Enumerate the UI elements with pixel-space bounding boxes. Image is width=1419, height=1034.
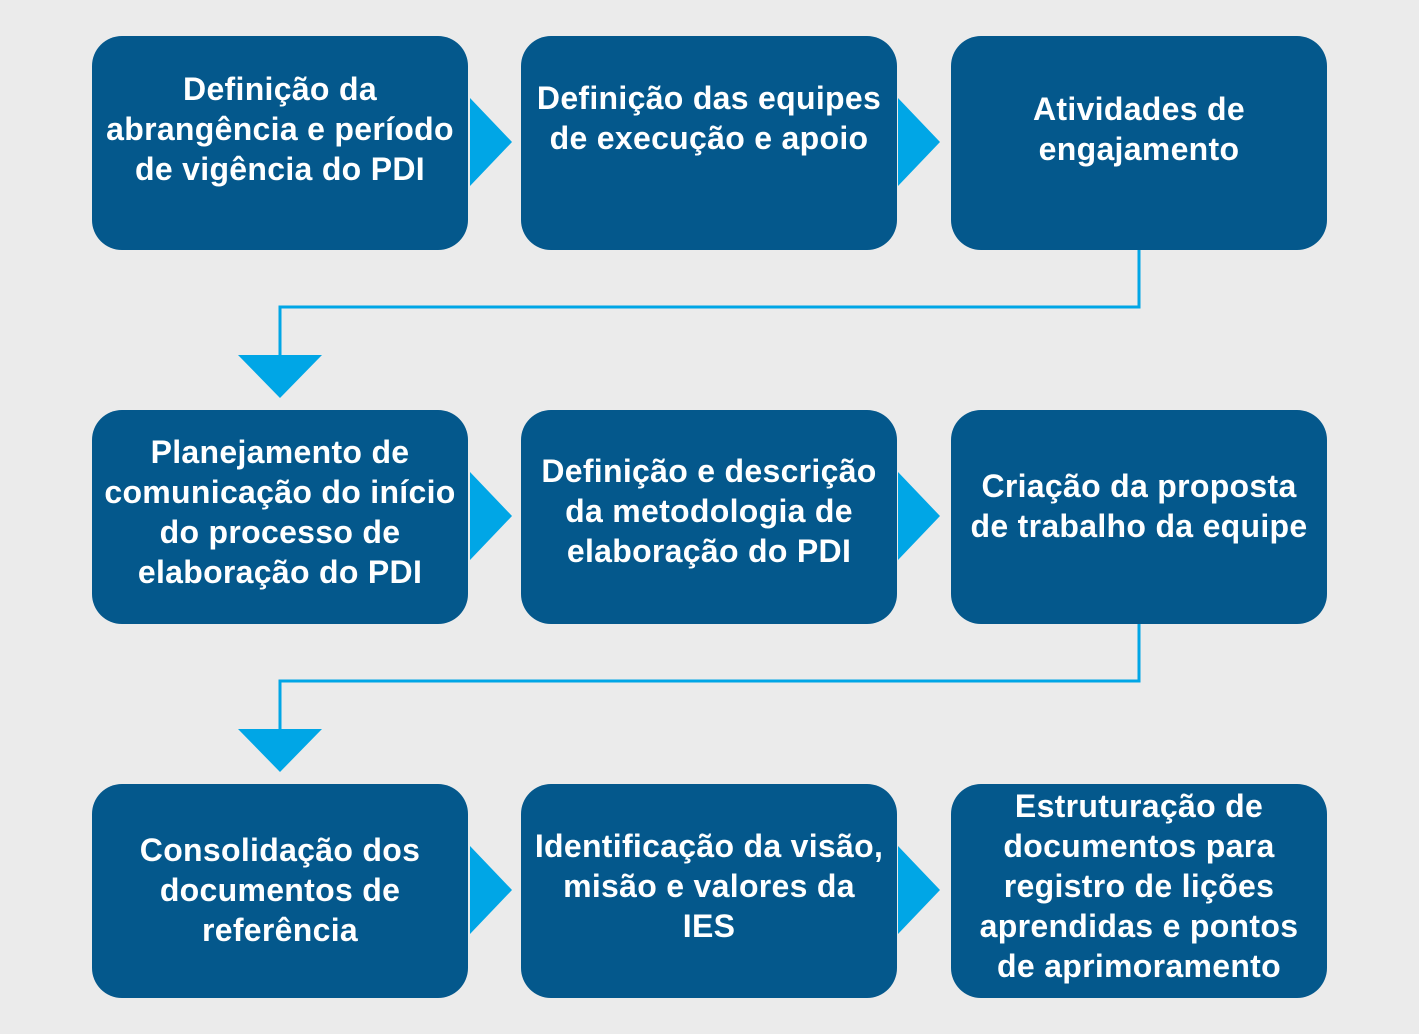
step-box-9: Estruturação de documentos para registro… — [951, 784, 1327, 998]
step-label: Consolidação dos documentos de referênci… — [139, 832, 421, 948]
connector-line-row2-to-row3 — [278, 624, 1141, 729]
step-label: Identificação da visão, misão e valores … — [534, 828, 884, 944]
arrow-right-step-4-to-5 — [470, 472, 512, 560]
step-label: Atividades de engajamento — [1033, 91, 1245, 167]
arrow-right-step-7-to-8 — [470, 846, 512, 934]
step-label: Definição da abrangência e período de vi… — [106, 71, 454, 187]
step-box-5: Definição e descrição da metodologia de … — [521, 410, 897, 624]
arrow-right-step-5-to-6 — [898, 472, 940, 560]
arrow-right-step-1-to-2 — [470, 98, 512, 186]
step-box-7: Consolidação dos documentos de referênci… — [92, 784, 468, 998]
step-label: Definição das equipes de execução e apoi… — [536, 80, 882, 156]
step-box-3: Atividades de engajamento — [951, 36, 1327, 250]
arrow-right-step-8-to-9 — [898, 846, 940, 934]
step-label: Estruturação de documentos para registro… — [979, 788, 1299, 984]
step-box-2: Definição das equipes de execução e apoi… — [521, 36, 897, 250]
connector-line-row1-to-row2 — [278, 250, 1141, 355]
step-box-4: Planejamento de comunicação do início do… — [92, 410, 468, 624]
arrow-right-step-2-to-3 — [898, 98, 940, 186]
step-label: Planejamento de comunicação do início do… — [104, 434, 456, 590]
step-box-6: Criação da proposta de trabalho da equip… — [951, 410, 1327, 624]
step-box-8: Identificação da visão, misão e valores … — [521, 784, 897, 998]
step-label: Definição e descrição da metodologia de … — [541, 453, 877, 569]
arrow-down-row1-to-row2 — [238, 355, 322, 398]
arrow-down-row2-to-row3 — [238, 729, 322, 772]
step-box-1: Definição da abrangência e período de vi… — [92, 36, 468, 250]
step-label: Criação da proposta de trabalho da equip… — [970, 468, 1308, 544]
